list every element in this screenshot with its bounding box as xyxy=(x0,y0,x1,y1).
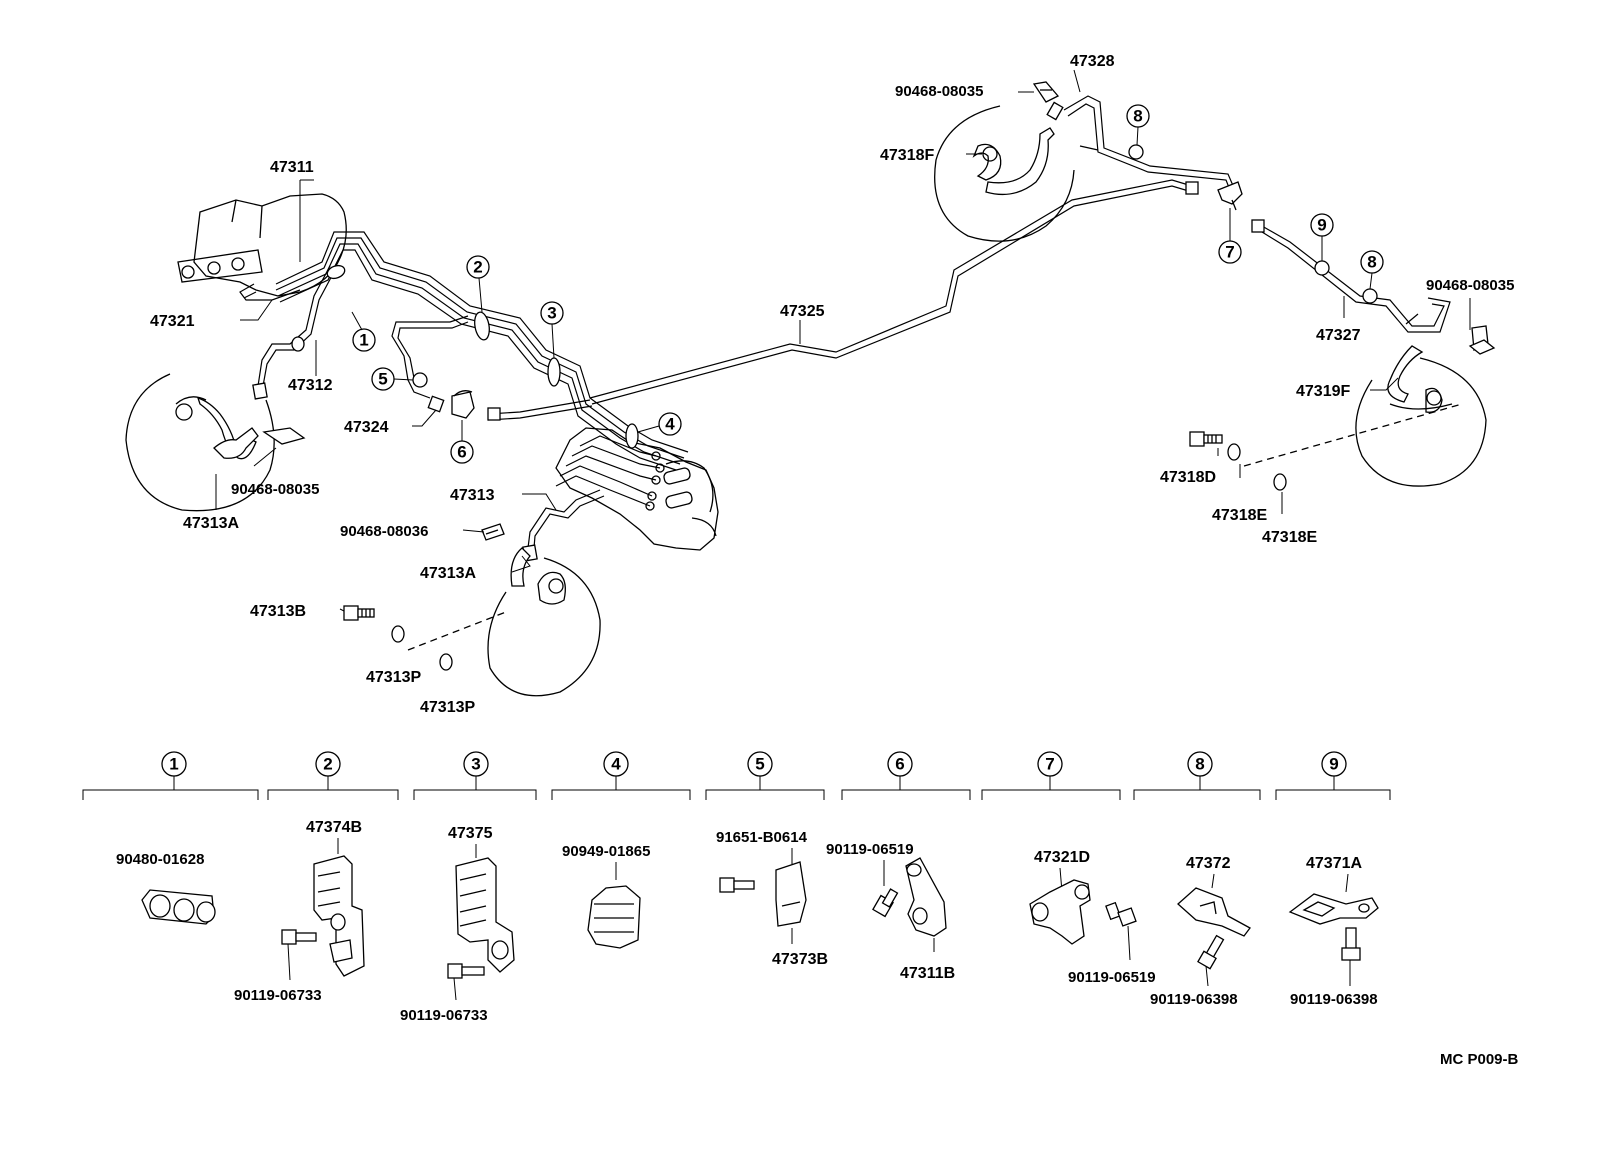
callout-6: 6 xyxy=(457,443,466,462)
callout-7: 7 xyxy=(1225,243,1234,262)
group-7-number: 7 xyxy=(1045,755,1054,774)
callout-3: 3 xyxy=(547,304,556,323)
upper-labels: 47311 47321 47312 47324 47313 47313A 473… xyxy=(150,53,1514,716)
group-8-part-2: 90119-06398 xyxy=(1150,991,1238,1008)
disc-rear-left xyxy=(934,105,1075,242)
label-47319F: 47319F xyxy=(1296,383,1350,400)
label-47312: 47312 xyxy=(288,377,333,394)
group-3-part-1: 47375 xyxy=(448,825,493,842)
callout-circles: 1 2 3 4 5 6 7 8 9 8 xyxy=(351,104,1384,464)
group-9-part-1: 47371A xyxy=(1306,855,1362,872)
group-9-number: 9 xyxy=(1329,755,1338,774)
label-47313A-front: 47313A xyxy=(420,565,476,582)
label-47318F: 47318F xyxy=(880,147,934,164)
tube-47327 xyxy=(1251,219,1451,333)
label-47311: 47311 xyxy=(270,159,314,176)
group-3-number: 3 xyxy=(471,755,480,774)
master-cylinder xyxy=(177,193,347,297)
callout-circle-4 xyxy=(658,412,682,436)
label-47313B: 47313B xyxy=(250,603,306,620)
label-47318E-1: 47318E xyxy=(1212,507,1267,524)
bolt-47318D xyxy=(1189,403,1463,491)
callout-2: 2 xyxy=(473,258,482,277)
label-90468-left: 90468-08035 xyxy=(231,481,319,498)
label-47313P-1: 47313P xyxy=(366,669,421,686)
group-5-part-2: 47373B xyxy=(772,951,828,968)
group-8: 8 47372 90119-06398 xyxy=(1133,751,1261,1008)
tube-47325 xyxy=(589,179,1193,405)
group-6-part-1: 90119-06519 xyxy=(826,841,914,858)
group-7: 7 47321D 90119-06519 xyxy=(981,751,1156,986)
group-3: 3 47375 90119-06733 xyxy=(400,751,537,1024)
label-47318E-2: 47318E xyxy=(1262,529,1317,546)
bolt-47313B xyxy=(343,605,507,671)
group-5: 5 91651-B0614 47373B xyxy=(705,751,828,968)
label-47328: 47328 xyxy=(1070,53,1115,70)
group-9-part-2: 90119-06398 xyxy=(1290,991,1378,1008)
label-90468-topright: 90468-08035 xyxy=(895,83,983,100)
callout-1: 1 xyxy=(359,331,368,350)
group-4-number: 4 xyxy=(611,755,621,774)
callout-4: 4 xyxy=(665,415,675,434)
clip-right xyxy=(1468,325,1496,355)
tube-47328 xyxy=(1046,95,1235,195)
leader-lines xyxy=(215,69,1471,612)
group-8-part-1: 47372 xyxy=(1186,855,1231,872)
group-4: 4 90949-01865 xyxy=(551,751,691,949)
group-6-number: 6 xyxy=(895,755,904,774)
fitting-47324 xyxy=(427,390,501,421)
callout-8b: 8 xyxy=(1367,253,1376,272)
tube-markers xyxy=(291,144,1378,449)
group-3-part-2: 90119-06733 xyxy=(400,1007,488,1024)
group-2-part-2: 90119-06733 xyxy=(234,987,322,1004)
group-5-part-1: 91651-B0614 xyxy=(716,829,808,846)
disc-front-right xyxy=(487,547,601,697)
label-47321: 47321 xyxy=(150,313,195,330)
group-1: 1 90480-01628 xyxy=(82,751,259,925)
label-90468-right: 90468-08035 xyxy=(1426,277,1514,294)
fitting-7 xyxy=(1217,181,1243,211)
group-9: 9 47371A 90119-06398 xyxy=(1275,751,1391,1008)
actuator-block xyxy=(555,427,719,551)
group-4-part-1: 90949-01865 xyxy=(562,843,650,860)
group-6: 6 90119-06519 47311B xyxy=(826,751,971,982)
disc-front-left xyxy=(125,373,306,512)
group-5-number: 5 xyxy=(755,755,764,774)
callout-circle-2 xyxy=(466,255,490,279)
group-8-number: 8 xyxy=(1195,755,1204,774)
figure-code: MC P009-B xyxy=(1440,1051,1519,1068)
clip-topright xyxy=(1032,81,1060,103)
group-1-part-1: 90480-01628 xyxy=(116,851,204,868)
label-47324: 47324 xyxy=(344,419,389,436)
label-47325: 47325 xyxy=(780,303,825,320)
group-7-part-2: 90119-06519 xyxy=(1068,969,1156,986)
clip-mid xyxy=(481,523,505,541)
callout-9: 9 xyxy=(1317,216,1326,235)
group-2: 2 47374B 90119-06733 xyxy=(234,751,399,1004)
group-6-part-2: 47311B xyxy=(900,965,955,982)
callout-circle-1 xyxy=(352,328,376,352)
label-47318D: 47318D xyxy=(1160,469,1216,486)
label-47327: 47327 xyxy=(1316,327,1361,344)
tube-47313 xyxy=(522,489,605,562)
label-47313A-left: 47313A xyxy=(183,515,239,532)
group-2-part-1: 47374B xyxy=(306,819,362,836)
label-90468-mid: 90468-08036 xyxy=(340,523,428,540)
label-47313P-2: 47313P xyxy=(420,699,475,716)
group-7-part-1: 47321D xyxy=(1034,849,1090,866)
callout-8a: 8 xyxy=(1133,107,1142,126)
disc-rear-right xyxy=(1355,345,1487,487)
callout-5: 5 xyxy=(378,370,387,389)
label-47313: 47313 xyxy=(450,487,495,504)
group-2-number: 2 xyxy=(323,755,332,774)
group-1-number: 1 xyxy=(169,755,178,774)
